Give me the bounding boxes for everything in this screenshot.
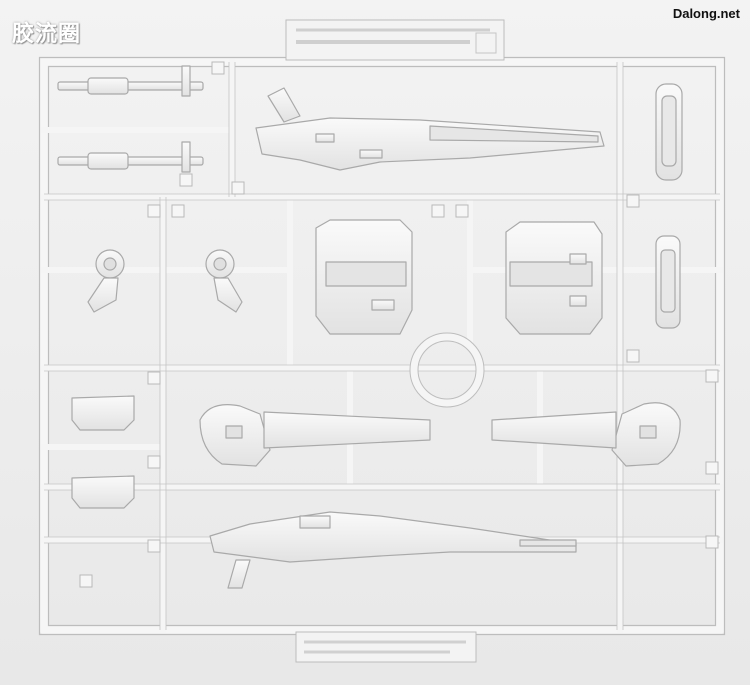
gate-tabs xyxy=(79,61,719,588)
part-joint-left-2 xyxy=(205,249,243,313)
part-armor-block-left xyxy=(315,219,413,335)
part-rod-bottom xyxy=(57,141,204,173)
part-blade-right xyxy=(491,402,681,467)
part-joint-left-1 xyxy=(87,249,125,313)
part-rod-top xyxy=(57,65,204,97)
watermark-right: Dalong.net xyxy=(672,6,740,21)
part-rifle-bottom xyxy=(209,511,577,589)
sprue-ring xyxy=(410,333,484,407)
part-rifle-top xyxy=(255,87,605,171)
part-blade-left xyxy=(199,404,431,467)
runner-bottom-tab xyxy=(295,631,477,663)
part-clip-mid-right xyxy=(655,235,681,329)
part-clip-top-right xyxy=(655,83,683,181)
part-pad-left-2 xyxy=(71,475,135,509)
watermark-left: 胶流圈 xyxy=(12,22,82,47)
runner-frame xyxy=(39,57,725,635)
part-armor-block-right xyxy=(505,221,603,335)
runner-label-tab xyxy=(285,19,505,61)
part-pad-left-1 xyxy=(71,395,135,431)
